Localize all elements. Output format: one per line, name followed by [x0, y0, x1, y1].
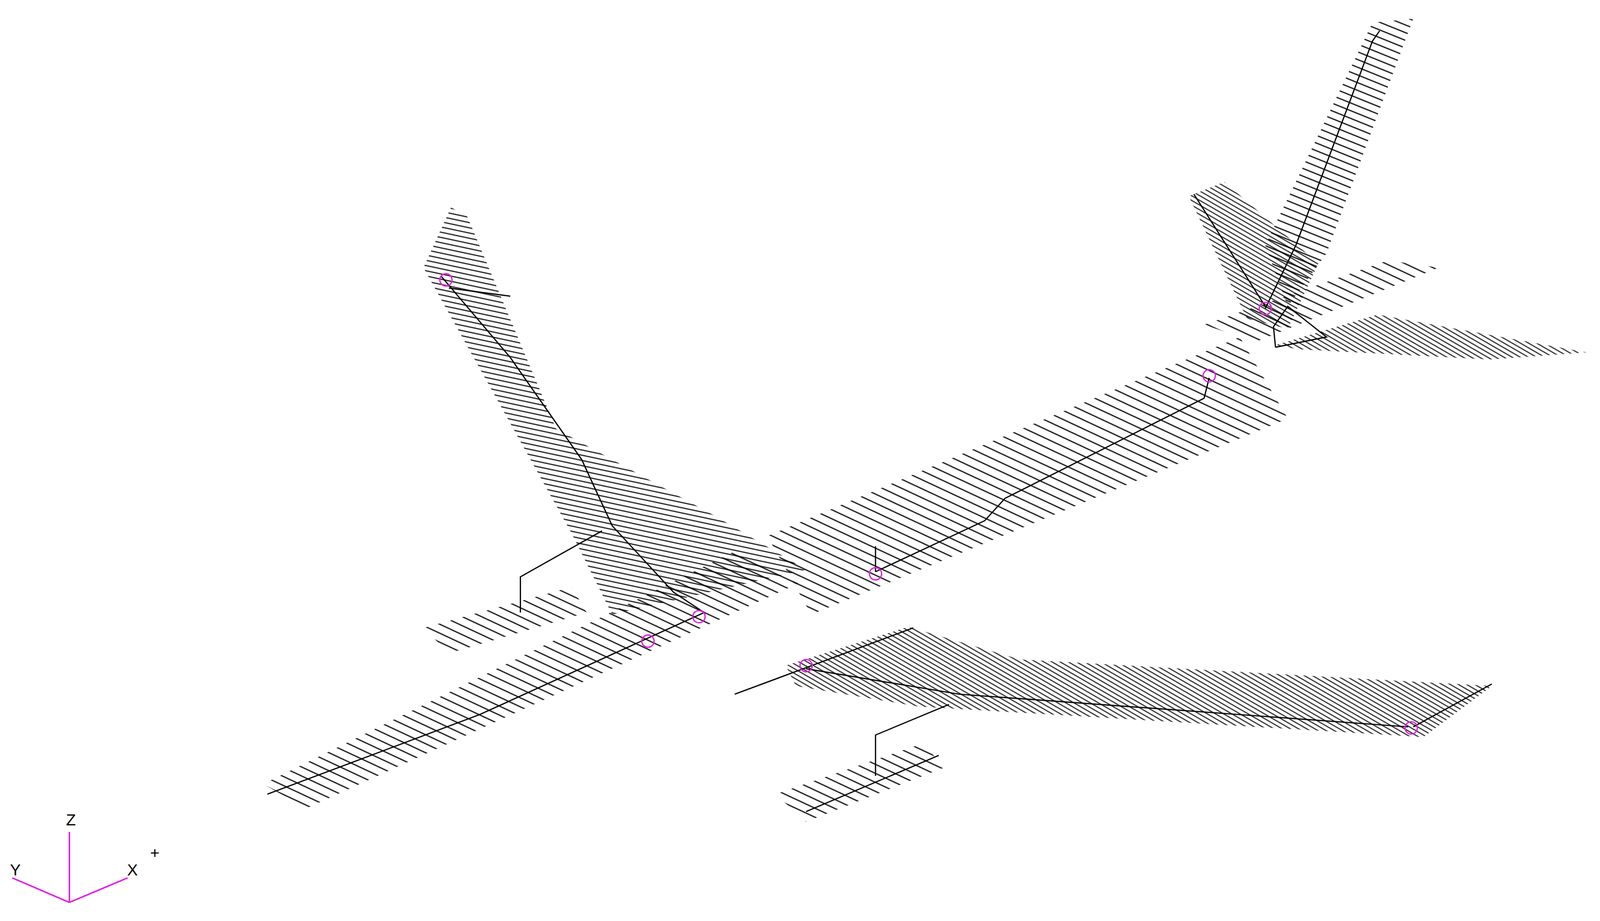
axis-label: Y: [10, 861, 21, 878]
axis-label: Z: [66, 811, 77, 828]
grid-point-markers: [439, 273, 1418, 735]
axis-triad: [12, 831, 128, 903]
axis-label: X: [127, 861, 138, 878]
origin-marker: +: [150, 844, 160, 861]
beam-lines: [267, 31, 1492, 812]
mesh-panels: [263, 18, 1587, 822]
